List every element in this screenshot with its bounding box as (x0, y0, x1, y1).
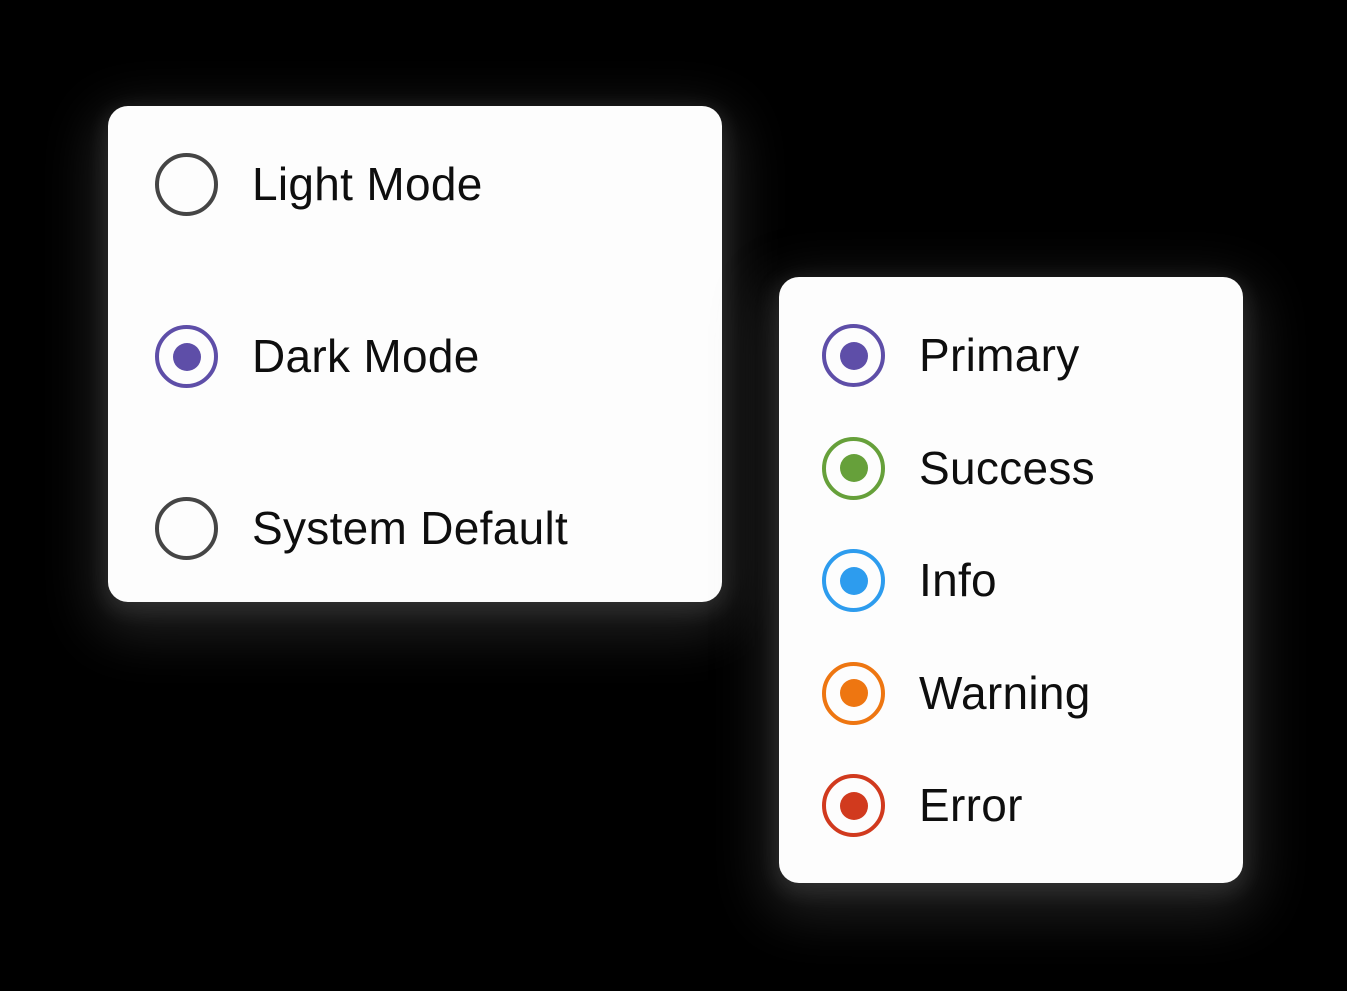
status-color-card: Primary Success Info Warning Error (779, 277, 1243, 883)
radio-option-warning[interactable]: Warning (822, 661, 1223, 725)
radio-option-info[interactable]: Info (822, 549, 1223, 612)
radio-system-default-icon[interactable] (155, 497, 218, 560)
radio-label-dark-mode: Dark Mode (252, 330, 480, 383)
radio-dot-primary (839, 341, 868, 370)
radio-label-info: Info (919, 554, 997, 607)
radio-warning-icon[interactable] (822, 661, 885, 725)
radio-option-error[interactable]: Error (822, 774, 1223, 837)
radio-label-system-default: System Default (252, 502, 569, 555)
radio-option-system-default[interactable]: System Default (155, 497, 702, 560)
radio-light-mode-icon[interactable] (155, 153, 218, 216)
radio-option-light-mode[interactable]: Light Mode (155, 153, 702, 216)
radio-option-dark-mode[interactable]: Dark Mode (155, 325, 702, 388)
radio-label-primary: Primary (919, 329, 1080, 382)
radio-label-light-mode: Light Mode (252, 158, 483, 211)
radio-dot-info (839, 566, 868, 595)
radio-primary-icon[interactable] (822, 324, 885, 387)
radio-success-icon[interactable] (822, 436, 885, 500)
radio-option-success[interactable]: Success (822, 436, 1223, 500)
radio-label-error: Error (919, 779, 1023, 832)
radio-dot-error (839, 791, 868, 820)
radio-label-success: Success (919, 441, 1095, 494)
radio-dark-mode-icon[interactable] (155, 325, 218, 388)
radio-option-primary[interactable]: Primary (822, 324, 1223, 387)
radio-dot-warning (839, 679, 868, 707)
radio-label-warning: Warning (919, 666, 1091, 719)
radio-error-icon[interactable] (822, 774, 885, 837)
theme-mode-card: Light Mode Dark Mode System Default (108, 106, 722, 602)
radio-info-icon[interactable] (822, 549, 885, 612)
radio-dot-dark-mode (172, 342, 201, 371)
radio-dot-success (839, 454, 868, 482)
